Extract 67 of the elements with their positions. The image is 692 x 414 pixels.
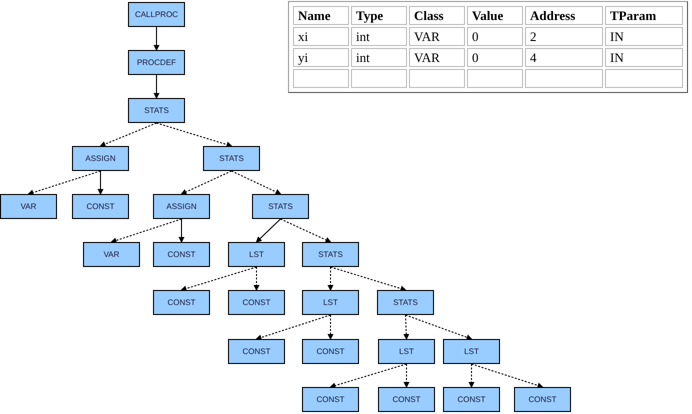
header-cell: Address (525, 6, 603, 25)
tree-node-box: ASSIGN (153, 194, 210, 219)
arrow (110, 218, 182, 244)
table-cell: VAR (409, 27, 465, 46)
tree-node-box: VAR (83, 242, 140, 267)
table-cell: 2 (525, 27, 603, 46)
tree-node-box: LST (228, 242, 285, 267)
arrow (330, 266, 406, 292)
table-cell: 0 (467, 48, 523, 67)
tree-node-box: CALLPROC (128, 2, 185, 27)
arrow (178, 218, 184, 243)
header-cell: TParam (605, 6, 683, 25)
tree-node-box: CONST (228, 339, 285, 364)
tree-node-box: STATS (302, 242, 359, 267)
arrow (98, 170, 104, 195)
table-cell: IN (605, 27, 683, 46)
arrow (256, 218, 281, 243)
tree-node-box: STATS (252, 194, 309, 219)
arrow (403, 314, 410, 340)
table-cell: 4 (525, 48, 603, 67)
table-cell: IN (605, 48, 683, 67)
arrow (156, 122, 232, 148)
arrow (328, 266, 334, 291)
table-cell: VAR (409, 48, 465, 67)
table-cell: int (351, 48, 407, 67)
tree-node-box: CONST (228, 290, 285, 315)
tree-node-box: CONST (514, 387, 571, 412)
tree-node-box: VAR (0, 194, 57, 219)
tree-node-box: STATS (377, 290, 434, 315)
tree-node-box: ASSIGN (72, 146, 129, 171)
table-cell: int (351, 27, 407, 46)
tree-node-box: CONST (443, 387, 500, 412)
arrow (28, 170, 101, 196)
arrow (256, 314, 331, 340)
tree-node-box: CONST (153, 290, 210, 315)
tree-node-box: LST (302, 290, 359, 315)
arrow (180, 170, 232, 195)
arrow (100, 122, 157, 147)
tree-node-box: LST (378, 339, 435, 364)
header-cell: Type (351, 6, 407, 25)
arrow (231, 170, 282, 195)
tree-node-box: CONST (72, 194, 129, 219)
tree-node-box: LST (443, 339, 500, 364)
arrow (468, 364, 474, 388)
arrow (154, 26, 160, 51)
table-cell: yi (293, 48, 349, 67)
arrow (330, 364, 407, 388)
table-cell: 0 (467, 27, 523, 46)
arrow (471, 364, 544, 388)
arrow (154, 74, 160, 99)
tree-node-box: CONST (378, 387, 435, 412)
tree-node-box: PROCDEF (128, 50, 185, 75)
arrow (280, 218, 332, 243)
arrow (404, 364, 410, 388)
table-cell: xi (293, 27, 349, 46)
tree-node-box: CONST (302, 387, 359, 412)
tree-node-box: CONST (302, 339, 359, 364)
header-cell: Class (409, 6, 465, 25)
arrow (328, 314, 334, 340)
tree-node-box: CONST (153, 242, 210, 267)
arrow (405, 314, 472, 340)
tree-node-box: STATS (128, 98, 185, 123)
tree-node-box: STATS (203, 146, 260, 171)
header-cell: Value (467, 6, 523, 25)
arrow (254, 266, 260, 291)
arrow (180, 266, 257, 292)
header-cell: Name (293, 6, 349, 25)
